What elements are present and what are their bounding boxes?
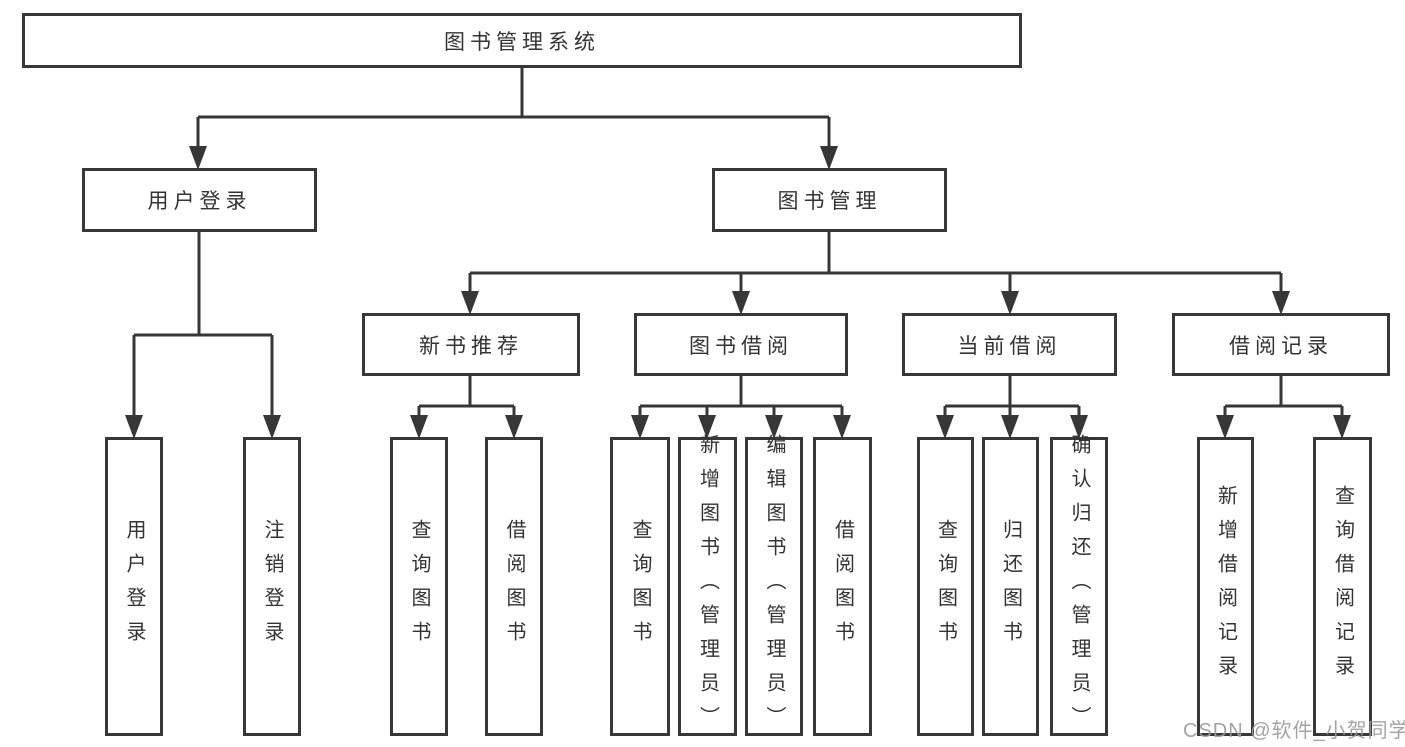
node-user-login: 用户登录 (82, 168, 317, 232)
arrow-down-icon (936, 415, 954, 439)
node-label: 图书借阅 (689, 334, 793, 358)
arrow-down-icon (833, 415, 851, 439)
node-label: 借阅图书 (503, 518, 525, 655)
arrow-down-icon (410, 415, 428, 439)
arrow-down-icon (820, 146, 838, 170)
connector-bookborrow-to-leaves (638, 376, 844, 418)
leaf-current-query-books: 查询图书 (917, 437, 974, 736)
node-label: 新增借阅记录 (1214, 484, 1237, 689)
node-label: 借阅图书 (831, 518, 854, 655)
node-label: 查询图书 (629, 518, 651, 655)
leaf-borrowing-borrow-books: 借阅图书 (813, 437, 872, 736)
node-current-borrowing: 当前借阅 (902, 313, 1117, 376)
connector-bookmgmt-to-level3 (468, 232, 1283, 294)
node-new-book-recommend: 新书推荐 (362, 313, 580, 376)
node-label: 注销登录 (261, 518, 283, 655)
node-label: 确认归还（管理员） (1068, 433, 1090, 740)
arrow-down-icon (631, 415, 649, 439)
node-label: 图书管理系统 (444, 30, 600, 54)
arrow-down-icon (765, 415, 783, 439)
arrow-down-icon (732, 291, 750, 315)
node-label: 用户登录 (147, 190, 252, 213)
arrow-down-icon (505, 415, 523, 439)
node-label: 新书推荐 (419, 334, 523, 358)
leaf-borrowing-query-books: 查询图书 (610, 437, 670, 736)
node-book-management: 图书管理 (712, 168, 947, 232)
node-label: 借阅记录 (1229, 334, 1333, 358)
arrow-down-icon (698, 415, 716, 439)
leaf-current-confirm-return-admin: 确认归还（管理员） (1050, 434, 1108, 740)
node-label: 查询借阅记录 (1331, 484, 1354, 689)
arrow-down-icon (1070, 415, 1088, 439)
node-label: 用户登录 (123, 518, 145, 655)
csdn-watermark: CSDN @软件_小贺同学 (1183, 720, 1405, 742)
leaf-current-return-books: 归还图书 (982, 437, 1039, 736)
node-label: 查询图书 (408, 518, 430, 655)
arrow-down-icon (1001, 291, 1019, 315)
arrow-down-icon (461, 291, 479, 315)
arrow-down-icon (189, 146, 207, 170)
node-borrowing-records: 借阅记录 (1172, 313, 1390, 376)
node-label: 编辑图书（管理员） (763, 433, 785, 740)
arrow-down-icon (1001, 415, 1019, 439)
leaf-recommend-query-books: 查询图书 (390, 437, 448, 736)
leaf-borrowing-add-books-admin: 新增图书（管理员） (678, 434, 737, 740)
connector-currentborrow-to-leaves (943, 376, 1081, 418)
arrow-down-icon (263, 415, 281, 439)
leaf-logout: 注销登录 (243, 437, 301, 736)
leaf-records-add-record: 新增借阅记录 (1197, 437, 1254, 736)
arrow-down-icon (1216, 415, 1234, 439)
node-label: 当前借阅 (957, 334, 1062, 358)
leaf-borrowing-edit-books-admin: 编辑图书（管理员） (745, 434, 803, 740)
connector-root-to-level2 (196, 68, 831, 148)
leaf-recommend-borrow-books: 借阅图书 (485, 437, 543, 736)
arrow-down-icon (1333, 415, 1351, 439)
arrow-down-icon (125, 415, 143, 439)
connector-borrowrecord-to-leaves (1223, 376, 1344, 418)
node-label: 查询图书 (934, 518, 957, 655)
node-label: 图书管理 (777, 190, 882, 213)
connector-userlogin-to-leaves (132, 232, 274, 418)
leaf-user-login: 用户登录 (105, 437, 163, 736)
arrow-down-icon (1272, 291, 1290, 315)
leaf-records-query-record: 查询借阅记录 (1313, 437, 1372, 736)
node-root: 图书管理系统 (22, 13, 1022, 68)
connector-newbook-to-leaves (417, 376, 516, 418)
node-label: 新增图书（管理员） (696, 433, 719, 740)
node-label: 归还图书 (999, 518, 1022, 655)
node-book-borrowing: 图书借阅 (634, 313, 848, 376)
